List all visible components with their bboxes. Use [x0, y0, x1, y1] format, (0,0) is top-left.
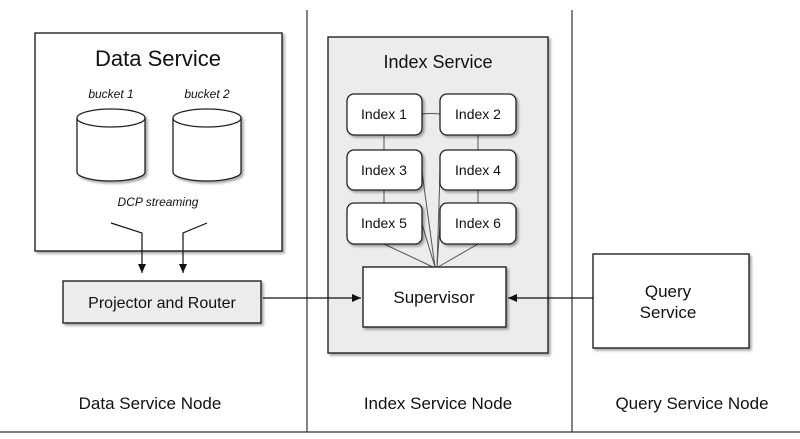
data-service-title: Data Service — [95, 46, 221, 71]
index-3 — [346, 149, 423, 191]
index-5 — [346, 202, 423, 245]
supervisor-label: Supervisor — [393, 288, 475, 307]
query-service-label-line2: Service — [640, 303, 697, 322]
index-service-node-label: Index Service Node — [364, 394, 512, 413]
dcp-arrow-1 — [110, 222, 146, 273]
bucket-2-label: bucket 2 — [184, 87, 230, 101]
index-links — [383, 113, 479, 268]
data-service-node-label: Data Service Node — [79, 394, 222, 413]
index-service-title: Index Service — [383, 52, 492, 72]
query-service-label-line1: Query — [645, 282, 692, 301]
projector-router-label: Projector and Router — [88, 295, 236, 312]
index-4 — [439, 149, 517, 191]
index-6 — [439, 202, 517, 245]
dcp-arrow-2 — [179, 222, 208, 273]
bucket-2-cylinder-icon — [172, 108, 242, 182]
bucket-1-label: bucket 1 — [88, 87, 133, 101]
index-6-label: Index 6 — [455, 215, 501, 231]
index-1-label: Index 1 — [361, 106, 407, 122]
query-service-box — [592, 253, 750, 349]
index-1 — [346, 93, 423, 136]
query-service-node-label: Query Service Node — [615, 394, 768, 413]
projector-router-box — [62, 280, 262, 324]
index-3-label: Index 3 — [361, 162, 407, 178]
bucket-1-cylinder-icon — [76, 108, 146, 182]
index-2 — [439, 93, 517, 136]
index-5-label: Index 5 — [361, 215, 407, 231]
index-4-label: Index 4 — [455, 162, 501, 178]
dcp-streaming-label: DCP streaming — [118, 195, 199, 209]
supervisor-box — [362, 266, 507, 328]
index-2-label: Index 2 — [455, 106, 501, 122]
